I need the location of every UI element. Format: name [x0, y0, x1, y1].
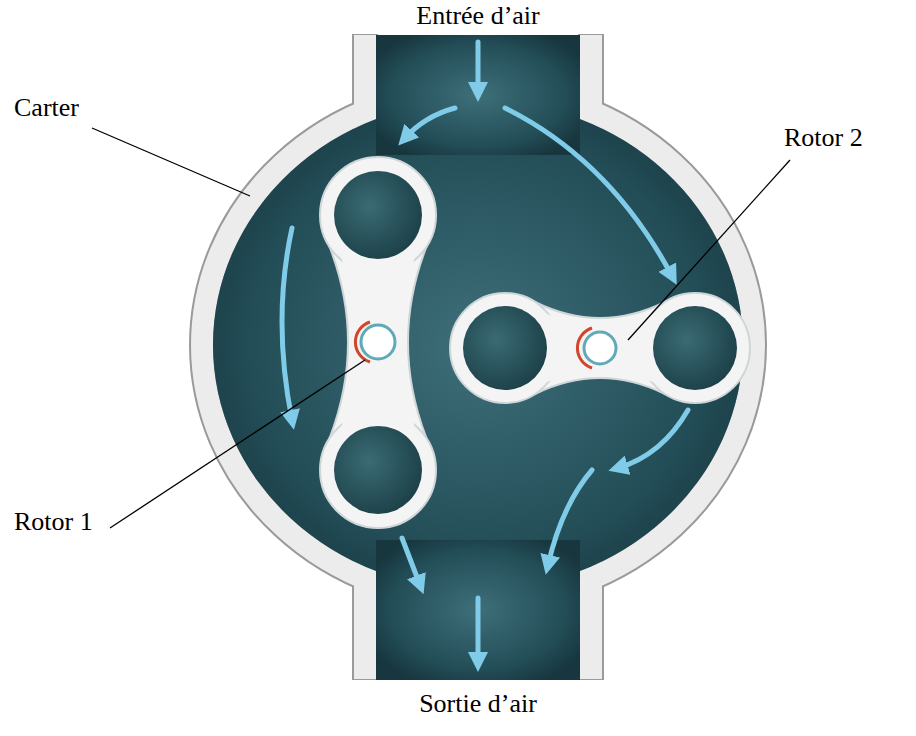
rotor-1 [320, 157, 436, 528]
inlet-label: Entrée d’air [416, 2, 539, 31]
label-text: Sortie d’air [419, 689, 537, 718]
rotor-2 [450, 293, 750, 403]
part-label: Rotor 1 [14, 508, 93, 537]
carter-interior [213, 35, 743, 680]
airflow-arrows [282, 42, 688, 662]
part-label: Carter [14, 94, 79, 123]
label-text: Rotor 1 [14, 507, 93, 536]
part-label: Rotor 2 [784, 124, 863, 153]
label-text: Carter [14, 93, 79, 122]
outlet-label: Sortie d’air [419, 690, 537, 719]
label-text: Rotor 2 [784, 123, 863, 152]
leader-lines [92, 128, 790, 528]
carter-wall [202, 34, 754, 680]
label-text: Entrée d’air [416, 1, 539, 30]
